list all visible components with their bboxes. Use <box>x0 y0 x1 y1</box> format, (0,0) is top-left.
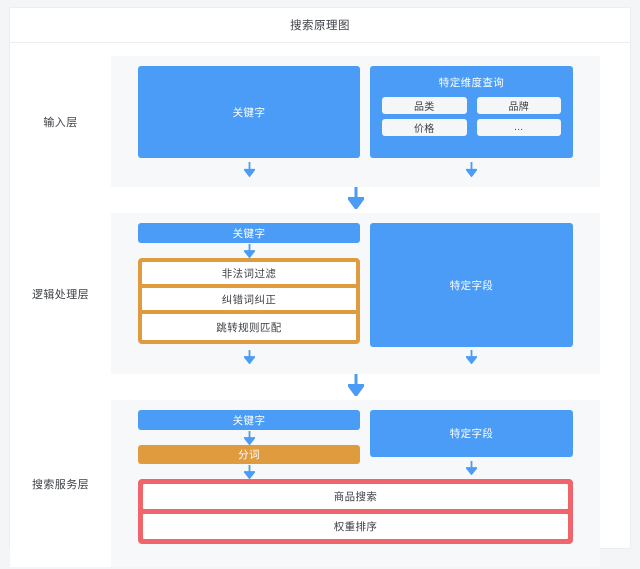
panel-bottom-spacer <box>138 544 573 557</box>
layer-row-service: 搜索服务层 关键字 分词 <box>10 400 630 567</box>
panel-col-left-logic: 关键字 非法词过滤 纠错词纠正 跳转规则匹配 <box>138 223 360 347</box>
foot-arrow-left-logic <box>138 349 360 364</box>
arrow-down-icon <box>138 464 360 479</box>
logic-rule-redirect-match[interactable]: 跳转规则匹配 <box>142 314 356 340</box>
layer-connector-1 <box>10 186 630 214</box>
arrow-down-icon <box>243 349 255 364</box>
panel-col-right-logic: 特定字段 <box>370 223 573 347</box>
layer-label-cell-input: 输入层 <box>10 56 111 187</box>
segmentation-bar[interactable]: 分词 <box>138 445 360 464</box>
service-item-weight-ranking[interactable]: 权重排序 <box>143 514 568 539</box>
panel-columns-input: 关键字 特定维度查询 品类 品牌 价格 ... <box>138 66 573 158</box>
card-body: 输入层 关键字 特定维度查询 品类 品牌 <box>10 43 630 567</box>
arrow-down-icon <box>345 186 366 214</box>
logic-rule-illegal-word-filter[interactable]: 非法词过滤 <box>142 262 356 288</box>
layer-panel-service: 关键字 分词 特定字段 <box>111 400 600 567</box>
dimension-chip-grid: 品类 品牌 价格 ... <box>370 97 573 146</box>
layer-label-cell-logic: 逻辑处理层 <box>10 213 111 374</box>
page-title: 搜索原理图 <box>290 20 350 32</box>
dimension-chip-price[interactable]: 价格 <box>382 119 467 136</box>
keyword-box-logic[interactable]: 关键字 <box>138 223 360 243</box>
panel-col-right-service: 特定字段 <box>370 410 573 479</box>
logic-rule-typo-correction[interactable]: 纠错词纠正 <box>142 288 356 314</box>
search-service-group: 商品搜索 权重排序 <box>138 479 573 544</box>
arrow-down-icon <box>138 243 360 258</box>
layer-label-logic: 逻辑处理层 <box>32 288 89 301</box>
panel-col-left-service: 关键字 分词 <box>138 410 360 479</box>
service-item-product-search[interactable]: 商品搜索 <box>143 484 568 509</box>
arrow-down-icon <box>243 162 255 177</box>
foot-arrow-right-input <box>370 162 573 177</box>
arrow-down-icon <box>466 349 477 364</box>
panel-col-left-input: 关键字 <box>138 66 360 158</box>
dimension-chip-brand[interactable]: 品牌 <box>476 97 561 114</box>
layer-row-input: 输入层 关键字 特定维度查询 品类 品牌 <box>10 56 630 187</box>
logic-rules-group: 非法词过滤 纠错词纠正 跳转规则匹配 <box>138 258 360 344</box>
field-box-service[interactable]: 特定字段 <box>370 410 573 457</box>
panel-columns-service: 关键字 分词 特定字段 <box>138 410 573 479</box>
panel-foot-arrows-input <box>138 162 573 177</box>
field-box-logic[interactable]: 特定字段 <box>370 223 573 347</box>
panel-columns-logic: 关键字 非法词过滤 纠错词纠正 跳转规则匹配 特定字段 <box>138 223 573 347</box>
layer-label-input: 输入层 <box>43 116 78 129</box>
dimension-query-box[interactable]: 特定维度查询 品类 品牌 价格 ... <box>370 66 573 158</box>
keyword-box-input[interactable]: 关键字 <box>138 66 360 158</box>
layer-connector-inner-1 <box>10 186 600 214</box>
dimension-chip-more[interactable]: ... <box>476 119 561 136</box>
panel-foot-arrows-logic <box>138 349 573 364</box>
foot-arrow-left-input <box>138 162 360 177</box>
layer-connector-inner-2 <box>10 373 600 401</box>
layer-row-logic: 逻辑处理层 关键字 非法词过滤 纠错词纠正 跳转规则匹配 <box>10 213 630 374</box>
foot-arrow-right-logic <box>370 349 573 364</box>
dimension-chip-category[interactable]: 品类 <box>382 97 467 114</box>
card-header: 搜索原理图 <box>10 8 630 43</box>
arrow-down-icon <box>138 430 360 445</box>
panel-col-right-input: 特定维度查询 品类 品牌 价格 ... <box>370 66 573 158</box>
layer-connector-2 <box>10 373 630 401</box>
keyword-box-service[interactable]: 关键字 <box>138 410 360 430</box>
layer-label-cell-service: 搜索服务层 <box>10 400 111 567</box>
arrow-down-icon <box>370 460 573 475</box>
diagram-card: 搜索原理图 输入层 关键字 特定维度查询 <box>9 7 631 567</box>
arrow-down-icon <box>345 373 366 401</box>
dimension-query-title: 特定维度查询 <box>438 77 505 89</box>
arrow-down-icon <box>466 162 477 177</box>
layer-panel-input: 关键字 特定维度查询 品类 品牌 价格 ... <box>111 56 600 187</box>
layer-panel-logic: 关键字 非法词过滤 纠错词纠正 跳转规则匹配 特定字段 <box>111 213 600 374</box>
layer-label-service: 搜索服务层 <box>32 478 89 491</box>
